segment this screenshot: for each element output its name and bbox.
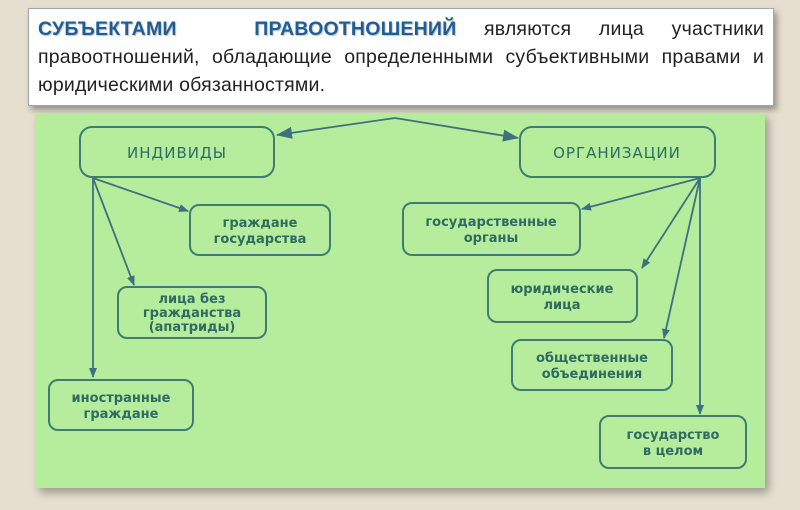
svg-text:государство: государство xyxy=(627,428,720,443)
svg-text:ИНДИВИДЫ: ИНДИВИДЫ xyxy=(127,144,227,162)
definition-text: являются лица участники правоотношений, … xyxy=(38,18,764,96)
svg-text:(апатриды): (апатриды) xyxy=(149,320,236,335)
node-individuals: ИНДИВИДЫ xyxy=(79,126,275,178)
svg-text:государственные: государственные xyxy=(425,215,556,230)
svg-text:граждане: граждане xyxy=(223,216,298,231)
node-foreigners: иностранные граждане xyxy=(48,379,194,431)
svg-text:иностранные: иностранные xyxy=(72,391,171,406)
node-legal-entities: юридические лица xyxy=(487,269,638,323)
svg-text:ОРГАНИЗАЦИИ: ОРГАНИЗАЦИИ xyxy=(553,144,681,162)
svg-text:объединения: объединения xyxy=(542,367,642,382)
svg-text:лица без: лица без xyxy=(158,292,225,307)
svg-text:граждане: граждане xyxy=(84,407,159,422)
definition-box: СУБЪЕКТАМИ ПРАВООТНОШЕНИЙ являются лица … xyxy=(28,8,774,106)
definition-term: СУБЪЕКТАМИ ПРАВООТНОШЕНИЙ xyxy=(38,18,457,40)
svg-text:гражданства: гражданства xyxy=(143,306,241,321)
node-public-associations: общественные объединения xyxy=(511,339,673,391)
node-state-bodies: государственные органы xyxy=(402,202,581,256)
svg-text:юридические: юридические xyxy=(511,282,614,297)
svg-text:в целом: в целом xyxy=(643,444,703,459)
svg-text:органы: органы xyxy=(464,231,519,246)
svg-text:лица: лица xyxy=(543,298,580,313)
svg-text:общественные: общественные xyxy=(536,351,648,366)
node-stateless: лица без гражданства (апатриды) xyxy=(117,286,267,339)
node-organizations: ОРГАНИЗАЦИИ xyxy=(519,126,716,178)
diagram-panel xyxy=(35,113,765,488)
svg-text:государства: государства xyxy=(214,232,307,247)
node-state: государство в целом xyxy=(599,415,747,469)
connector-arrows xyxy=(89,117,704,415)
node-citizens: граждане государства xyxy=(189,204,331,256)
